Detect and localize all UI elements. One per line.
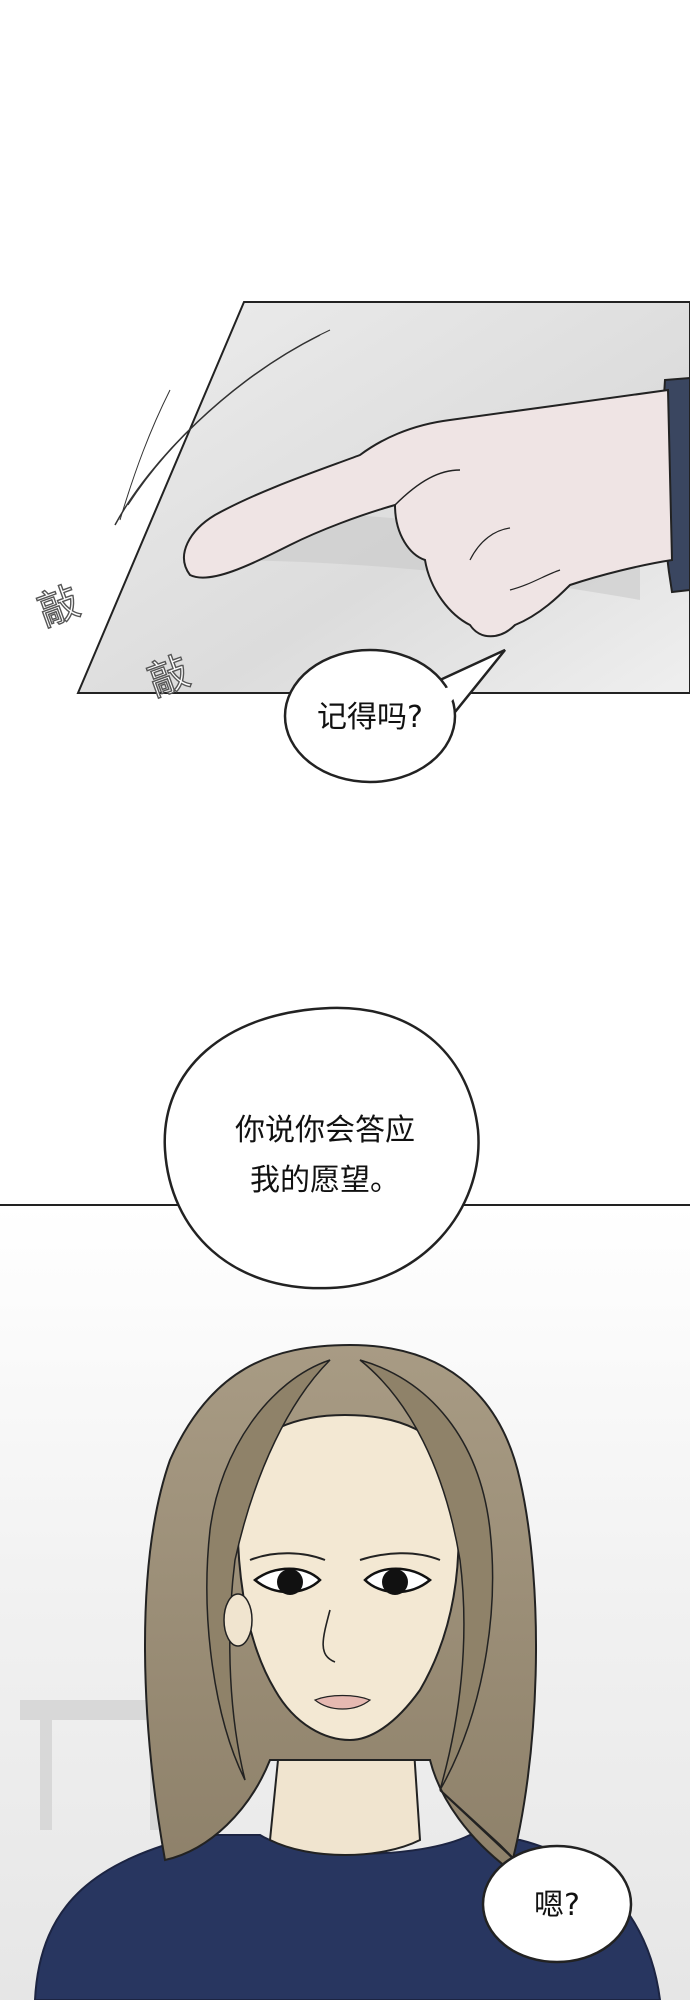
pointing-hand [183,388,674,638]
hair-bangs-right [359,1359,494,1791]
brow-right [359,1552,441,1561]
pupil-left [277,1569,303,1595]
mouth [313,1694,372,1710]
bubble-body [283,648,457,784]
bubble-tail [439,1789,521,1866]
speech-bubble-hm: 嗯? [439,1789,633,1964]
hair-bangs-left [206,1359,331,1781]
bubble-remember-text: 记得吗? [317,700,423,735]
panel-hand-tap: 敲 敲 记得吗? [32,301,690,784]
bubble-tail-cover [440,680,470,705]
panel-girl: 嗯? [0,1204,690,2000]
speech-bubble-promise: 你说你会答应 我的愿望。 [163,1006,480,1290]
brow-left [249,1552,326,1561]
bubble-hm-text: 嗯? [534,1888,580,1923]
finger-crease [469,527,511,561]
finger-crease [509,569,561,591]
bubble-body [481,1844,633,1964]
nose [322,1609,336,1663]
background-desk [40,1720,52,1830]
sfx-knock-1: 敲 [32,579,85,636]
bubble-promise-line1: 你说你会答应 [235,1113,415,1148]
finger-crease [394,469,461,506]
pupil-right [382,1569,408,1595]
face [236,1413,460,1742]
bubble-promise-line2: 我的愿望。 [250,1163,400,1198]
speech-bubble-remember: 记得吗? [283,648,506,784]
ear-left [223,1593,253,1647]
motion-line [119,389,171,521]
background-desk [20,1700,180,1720]
motion-line [127,329,331,506]
bubble-body [163,1006,480,1290]
